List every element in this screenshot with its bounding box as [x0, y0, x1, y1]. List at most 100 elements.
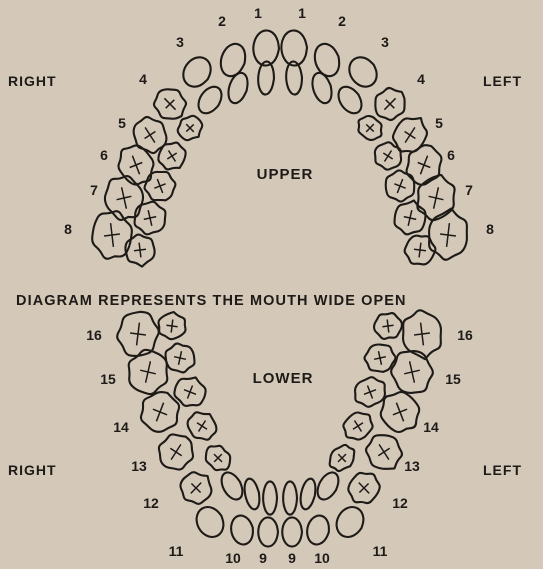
tooth-number-lower-right: 9: [288, 550, 296, 566]
tooth-number-lower-right: 14: [113, 419, 129, 435]
tooth-number-upper-left: 6: [447, 147, 455, 163]
lower-right-tooth-13-groove: [170, 444, 181, 459]
lower-left-root-14-groove: [364, 386, 376, 399]
upper-right-root-4-groove: [186, 124, 194, 132]
upper-left-root-5-groove: [383, 151, 392, 162]
tooth-number-upper-left: 3: [381, 34, 389, 50]
arch-label-upper: UPPER: [257, 166, 314, 183]
lower-left-tooth-13-groove: [378, 444, 389, 459]
tooth-number-upper-right: 2: [218, 13, 226, 29]
tooth-number-lower-left: 16: [457, 327, 473, 343]
upper-left-tooth-1: [281, 30, 307, 65]
tooth-number-lower-left: 10: [314, 550, 330, 566]
upper-left-tooth-5-groove: [405, 127, 416, 142]
arch-label-lower: LOWER: [253, 370, 314, 387]
lower-right-root-13-groove: [197, 421, 207, 432]
lower-right-root-10: [245, 479, 260, 510]
lower-left-root-11: [318, 472, 339, 499]
upper-left-root-6-groove: [394, 179, 405, 193]
tooth-number-lower-right: 12: [143, 495, 159, 511]
upper-left-tooth-2: [315, 44, 339, 76]
lower-left-root-15-groove: [374, 351, 386, 365]
tooth-number-lower-left: 11: [373, 543, 388, 559]
upper-left-root-2: [312, 73, 331, 103]
lower-right-tooth-12-groove: [191, 483, 201, 494]
lower-left-root-13-groove: [353, 421, 363, 432]
tooth-number-lower-left: 13: [404, 458, 420, 474]
lower-right-tooth-16-groove: [130, 323, 146, 346]
lower-left-root-9: [283, 481, 297, 514]
tooth-number-lower-left: 14: [423, 419, 439, 435]
tooth-number-upper-right: 4: [139, 71, 147, 87]
lower-left-tooth-11: [337, 507, 364, 537]
upper-left-root-8-groove: [414, 243, 426, 258]
side-label-left-lower: LEFT: [483, 462, 522, 478]
upper-left-root-7-groove: [404, 210, 416, 226]
tooth-number-upper-right: 3: [176, 34, 184, 50]
upper-right-root-6-groove: [154, 179, 165, 193]
tooth-number-upper-right: 1: [254, 5, 262, 21]
upper-left-tooth-6-groove: [418, 156, 431, 175]
lower-left-tooth-16-groove: [414, 323, 430, 346]
diagram-caption: DIAGRAM REPRESENTS THE MOUTH WIDE OPEN: [16, 293, 407, 309]
tooth-number-lower-right: 10: [225, 550, 241, 566]
tooth-number-lower-left: 15: [445, 371, 461, 387]
upper-right-tooth-5-groove: [145, 127, 156, 142]
upper-right-root-3: [198, 87, 221, 114]
lower-right-root-11: [222, 472, 243, 499]
tooth-number-upper-left: 1: [298, 5, 306, 21]
upper-left-root-4-groove: [366, 124, 374, 132]
upper-left-tooth-3: [349, 57, 376, 86]
side-label-right-lower: RIGHT: [8, 462, 57, 478]
lower-right-root-16-groove: [166, 320, 177, 333]
side-label-left-upper: LEFT: [483, 73, 522, 89]
upper-left-root-3: [338, 87, 361, 114]
lower-right-root-9: [263, 481, 277, 514]
lower-left-tooth-10: [307, 516, 329, 545]
tooth-number-upper-right: 5: [118, 115, 126, 131]
lower-right-tooth-10: [231, 516, 253, 545]
lower-right-root-12-groove: [214, 454, 222, 462]
tooth-number-lower-left: 9: [259, 550, 267, 566]
tooth-number-upper-left: 8: [486, 221, 494, 237]
tooth-number-upper-right: 6: [100, 147, 108, 163]
upper-right-tooth-1: [253, 30, 279, 65]
upper-left-tooth-4-groove: [384, 98, 395, 109]
tooth-number-upper-left: 4: [417, 71, 425, 87]
tooth-number-lower-right: 13: [131, 458, 147, 474]
tooth-number-upper-left: 2: [338, 13, 346, 29]
lower-right-root-14-groove: [184, 386, 196, 399]
upper-right-tooth-7-groove: [117, 187, 132, 208]
tooth-number-upper-right: 8: [64, 221, 72, 237]
upper-right-root-8-groove: [134, 243, 146, 258]
lower-right-tooth-9: [258, 517, 278, 546]
tooth-number-lower-right: 11: [169, 543, 184, 559]
upper-right-tooth-4-groove: [164, 98, 175, 109]
lower-left-root-12-groove: [338, 454, 346, 462]
lower-right-tooth-15-groove: [140, 361, 156, 382]
lower-right-tooth-11: [197, 507, 224, 537]
lower-left-tooth-12-groove: [359, 483, 369, 494]
tooth-number-lower-right: 16: [86, 327, 102, 343]
lower-left-root-10: [301, 479, 316, 510]
upper-right-tooth-2: [221, 44, 245, 76]
tooth-number-lower-right: 15: [100, 371, 116, 387]
upper-left-tooth-7-groove: [429, 187, 444, 208]
upper-right-root-5-groove: [167, 151, 176, 162]
tooth-number-upper-left: 5: [435, 115, 443, 131]
upper-right-tooth-8-groove: [104, 223, 120, 247]
upper-left-tooth-8-groove: [440, 223, 456, 247]
lower-left-tooth-9: [282, 517, 302, 546]
tooth-number-upper-left: 7: [465, 182, 473, 198]
upper-right-tooth-3: [183, 57, 210, 86]
tooth-number-lower-left: 12: [392, 495, 408, 511]
upper-right-tooth-6-groove: [130, 156, 143, 175]
side-label-right-upper: RIGHT: [8, 73, 57, 89]
lower-right-tooth-14-groove: [153, 403, 167, 422]
lower-right-root-15-groove: [174, 351, 186, 365]
tooth-number-upper-right: 7: [90, 182, 98, 198]
lower-left-tooth-14-groove: [393, 403, 407, 422]
